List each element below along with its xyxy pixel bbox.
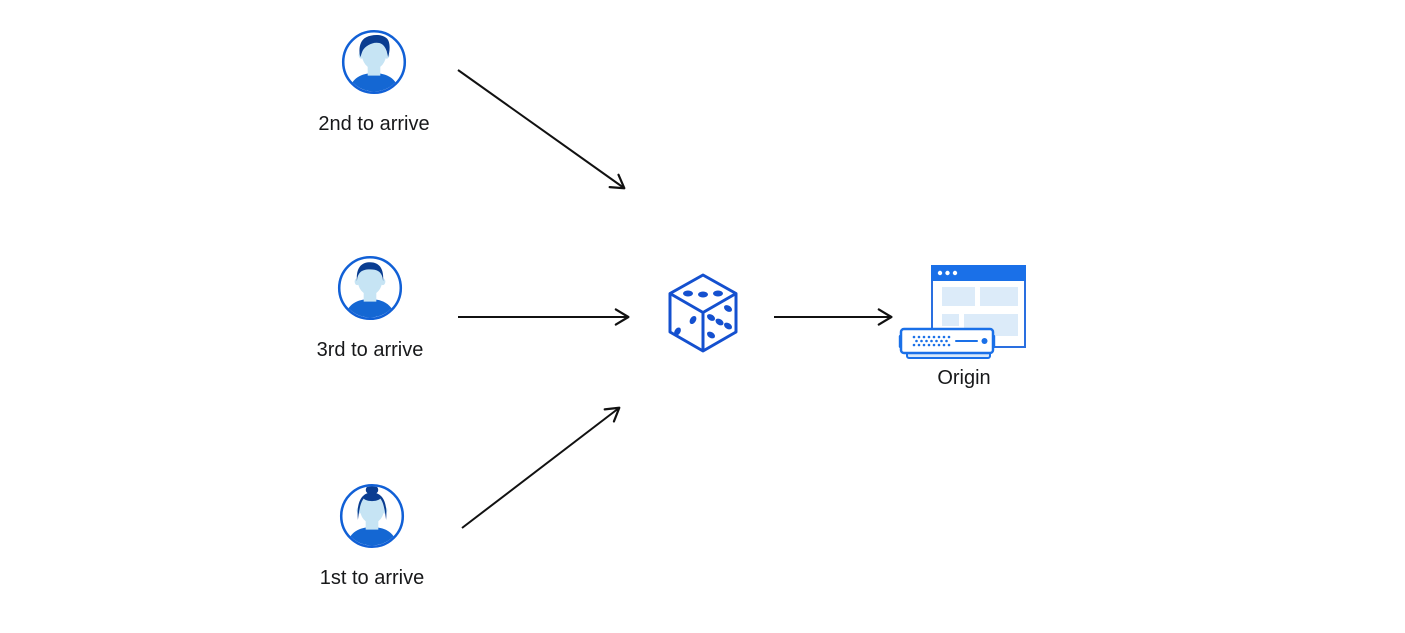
- origin-label: Origin: [937, 367, 991, 389]
- user-label-third: 3rd to arrive: [316, 339, 424, 361]
- origin-node: Origin: [898, 258, 1030, 390]
- origin-server-browser-icon: [898, 258, 1030, 362]
- user-label-second: 2nd to arrive: [318, 113, 430, 135]
- user-node-third: 3rd to arrive: [298, 254, 442, 362]
- user-node-first: 1st to arrive: [300, 482, 444, 590]
- user-label-first: 1st to arrive: [319, 567, 425, 589]
- dice-icon: [665, 272, 741, 356]
- arrow-first-user-to-dice: [461, 406, 621, 529]
- avatar-person-short-hair-icon: [336, 254, 404, 322]
- avatar-person-bun-icon: [338, 482, 406, 550]
- arrow-second-user-to-dice: [457, 69, 626, 190]
- server-rack-icon: [898, 327, 996, 359]
- avatar-person-quiff-icon: [340, 28, 408, 96]
- user-node-second: 2nd to arrive: [302, 28, 446, 136]
